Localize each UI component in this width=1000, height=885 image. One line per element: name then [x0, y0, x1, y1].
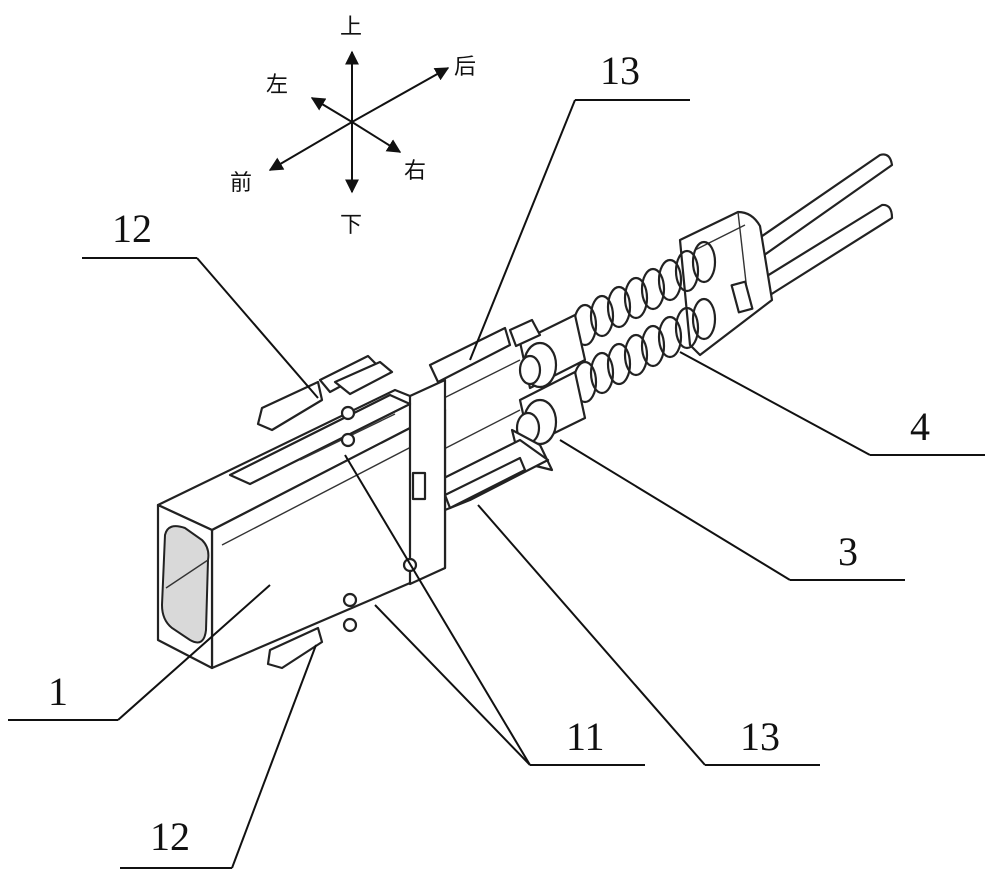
dir-back-label: 后	[454, 55, 476, 80]
label-1: 1	[48, 669, 68, 714]
direction-compass: 上 下 左 右 前 后	[230, 15, 476, 238]
flange-window	[411, 471, 427, 501]
rear-flange-plate	[408, 378, 447, 586]
latch-clips	[256, 354, 418, 670]
main-housing	[156, 378, 447, 670]
boot-window	[730, 280, 754, 314]
dir-front-label: 前	[230, 171, 252, 196]
dir-left-label: 左	[266, 73, 288, 98]
label-4: 4	[910, 404, 930, 449]
label-13-top: 13	[600, 48, 640, 93]
label-11: 11	[566, 714, 605, 759]
label-12-top: 12	[112, 206, 152, 251]
spring-upper	[572, 240, 717, 347]
spring-lower	[572, 297, 717, 404]
arrow-back	[351, 67, 450, 123]
dir-down-label: 下	[340, 213, 362, 238]
leader-lines	[8, 99, 985, 869]
arrow-left	[310, 97, 353, 123]
label-12-bottom: 12	[150, 814, 190, 859]
rear-boot	[678, 210, 774, 357]
latch-bottom	[266, 626, 324, 670]
dir-up-label: 上	[340, 15, 362, 40]
latch-top	[256, 380, 324, 432]
reference-labels: 13 12 4 3 1 11 13 12	[48, 48, 930, 859]
dir-right-label: 右	[404, 159, 426, 184]
arrow-front	[268, 121, 353, 171]
housing-front-opening	[160, 525, 210, 644]
inner-frame	[428, 326, 550, 512]
arrow-right	[351, 121, 402, 153]
label-3: 3	[838, 529, 858, 574]
springs	[572, 240, 717, 404]
label-13-bottom: 13	[740, 714, 780, 759]
